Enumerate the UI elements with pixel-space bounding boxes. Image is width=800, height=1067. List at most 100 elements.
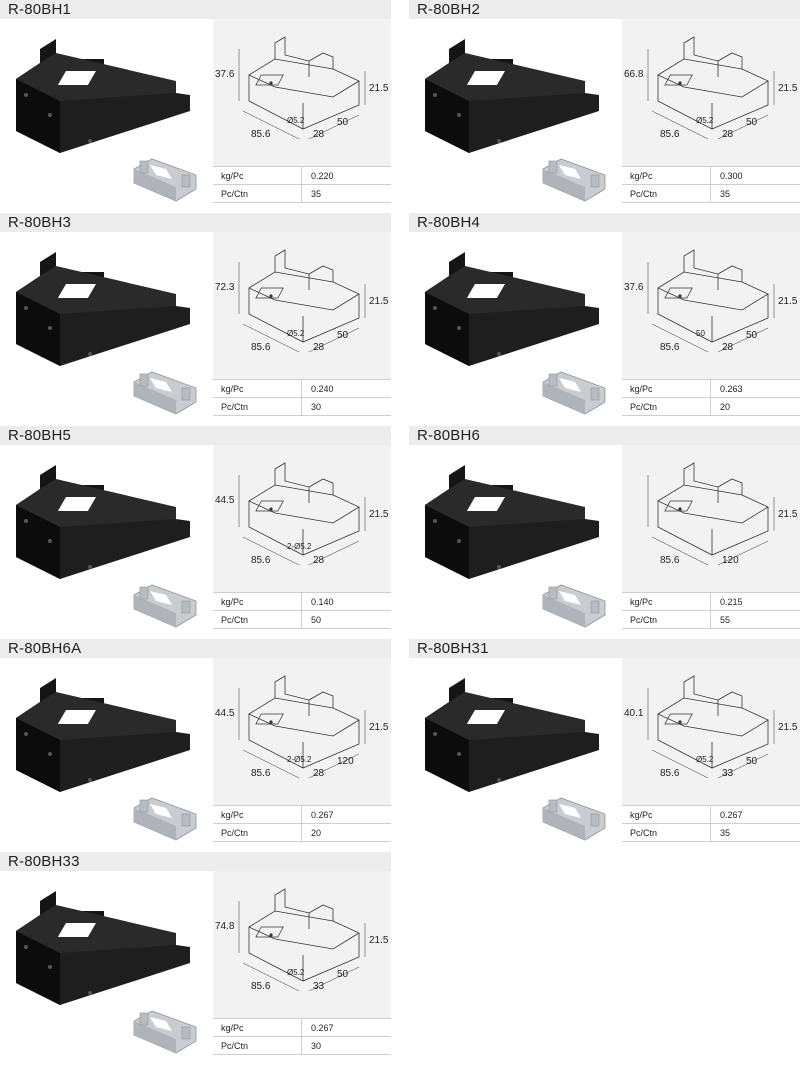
dim-w1: 33 [722, 768, 734, 779]
steel-bracket-render [542, 371, 606, 415]
carton-label: Pc/Ctn [221, 1041, 249, 1051]
dimension-drawing: 40.1 21.5 85.6 Ø5.2 33 50 [622, 658, 800, 805]
dim-w2: 50 [746, 330, 758, 341]
product-photo [409, 232, 622, 425]
carton-value: 35 [720, 189, 731, 199]
steel-bracket-render [133, 1010, 197, 1054]
spec-row-weight: kg/Pc 0.267 [213, 1018, 391, 1036]
product-photo [0, 658, 213, 851]
dim-hole: Ø5.2 [287, 968, 305, 977]
dim-hole: 2-Ø5.2 [287, 755, 312, 764]
weight-value: 0.215 [720, 597, 743, 607]
spec-row-weight: kg/Pc 0.263 [622, 379, 800, 397]
dim-length: 85.6 [251, 981, 271, 992]
dimension-drawing: 74.8 21.5 85.6 Ø5.2 33 50 [213, 871, 391, 1018]
dim-hole: Ø5.2 [696, 116, 714, 125]
dimension-drawing: 37.6 21.5 85.6 50 28 50 [622, 232, 800, 379]
dimension-drawing-icon: 44.5 21.5 85.6 2-Ø5.2 28 [215, 462, 389, 566]
dim-height: 66.8 [624, 69, 644, 80]
product-photo [409, 445, 622, 638]
dim-side: 21.5 [369, 722, 389, 733]
weight-value: 0.267 [311, 1023, 334, 1033]
dim-side: 21.5 [778, 509, 798, 520]
dim-height: 37.6 [215, 69, 235, 80]
carton-value: 35 [311, 189, 322, 199]
dimension-drawing-icon: 66.8 21.5 85.6 Ø5.2 28 50 [624, 36, 798, 140]
dimension-drawing: 21.5 85.6 120 [622, 445, 800, 592]
black-bracket-render [16, 678, 190, 792]
spec-row-carton: Pc/Ctn 35 [213, 184, 391, 203]
dim-w2: 50 [337, 117, 349, 128]
weight-label: kg/Pc [630, 171, 653, 181]
dim-w1: 28 [722, 342, 734, 353]
weight-label: kg/Pc [221, 171, 244, 181]
dim-length: 85.6 [660, 129, 680, 140]
product-title: R-80BH33 [0, 852, 391, 871]
dim-height: 44.5 [215, 708, 235, 719]
dim-length: 85.6 [251, 555, 271, 566]
product-title: R-80BH6 [409, 426, 800, 445]
spec-row-carton: Pc/Ctn 55 [622, 610, 800, 629]
dim-height: 72.3 [215, 282, 235, 293]
product-title: R-80BH3 [0, 213, 391, 232]
dim-w2: 120 [337, 756, 354, 767]
product-title: R-80BH6A [0, 639, 391, 658]
dim-length: 85.6 [251, 342, 271, 353]
carton-label: Pc/Ctn [630, 615, 658, 625]
product-photo [0, 871, 213, 1064]
dim-hole: 2-Ø5.2 [287, 542, 312, 551]
carton-value: 55 [720, 615, 731, 625]
black-bracket-render [16, 891, 190, 1005]
dim-w1: 28 [313, 342, 325, 353]
dim-height: 37.6 [624, 282, 644, 293]
spec-row-weight: kg/Pc 0.267 [622, 805, 800, 823]
spec-row-weight: kg/Pc 0.300 [622, 166, 800, 184]
spec-row-weight: kg/Pc 0.240 [213, 379, 391, 397]
dim-w1: 28 [313, 129, 325, 140]
spec-row-carton: Pc/Ctn 35 [622, 184, 800, 203]
dimension-drawing-icon: 37.6 21.5 85.6 Ø5.2 28 50 [215, 36, 389, 140]
weight-label: kg/Pc [630, 384, 653, 394]
weight-label: kg/Pc [221, 810, 244, 820]
spec-row-carton: Pc/Ctn 20 [213, 823, 391, 842]
black-bracket-render [425, 678, 599, 792]
weight-label: kg/Pc [221, 597, 244, 607]
dim-height: 40.1 [624, 708, 644, 719]
dim-w1: 33 [313, 981, 325, 992]
steel-bracket-render [542, 797, 606, 841]
weight-label: kg/Pc [221, 384, 244, 394]
dim-length: 85.6 [251, 768, 271, 779]
dimension-drawing-icon: 74.8 21.5 85.6 Ø5.2 33 50 [215, 888, 389, 992]
weight-label: kg/Pc [221, 1023, 244, 1033]
weight-value: 0.240 [311, 384, 334, 394]
product-photo [0, 232, 213, 425]
black-bracket-icon [16, 39, 197, 202]
product-card-bh33: R-80BH33 [0, 852, 391, 1064]
carton-value: 30 [311, 1041, 322, 1051]
product-photo [409, 19, 622, 212]
spec-row-weight: kg/Pc 0.267 [213, 805, 391, 823]
dim-length: 85.6 [660, 555, 680, 566]
dim-hole: Ø5.2 [287, 329, 305, 338]
steel-bracket-render [133, 158, 197, 202]
product-card-bh6a: R-80BH6A [0, 639, 391, 851]
dim-side: 21.5 [778, 83, 798, 94]
black-bracket-render [425, 465, 599, 579]
steel-bracket-render [133, 371, 197, 415]
black-bracket-render [425, 39, 599, 153]
spec-row-carton: Pc/Ctn 30 [213, 397, 391, 416]
black-bracket-icon [16, 252, 197, 415]
steel-bracket-render [542, 158, 606, 202]
spec-row-weight: kg/Pc 0.215 [622, 592, 800, 610]
product-title: R-80BH31 [409, 639, 800, 658]
spec-row-carton: Pc/Ctn 50 [213, 610, 391, 629]
weight-value: 0.267 [311, 810, 334, 820]
black-bracket-render [16, 465, 190, 579]
weight-value: 0.263 [720, 384, 743, 394]
product-card-bh31: R-80BH31 [409, 639, 800, 851]
carton-label: Pc/Ctn [221, 189, 249, 199]
weight-label: kg/Pc [630, 597, 653, 607]
carton-label: Pc/Ctn [221, 402, 249, 412]
black-bracket-icon [16, 678, 197, 841]
dim-height: 44.5 [215, 495, 235, 506]
